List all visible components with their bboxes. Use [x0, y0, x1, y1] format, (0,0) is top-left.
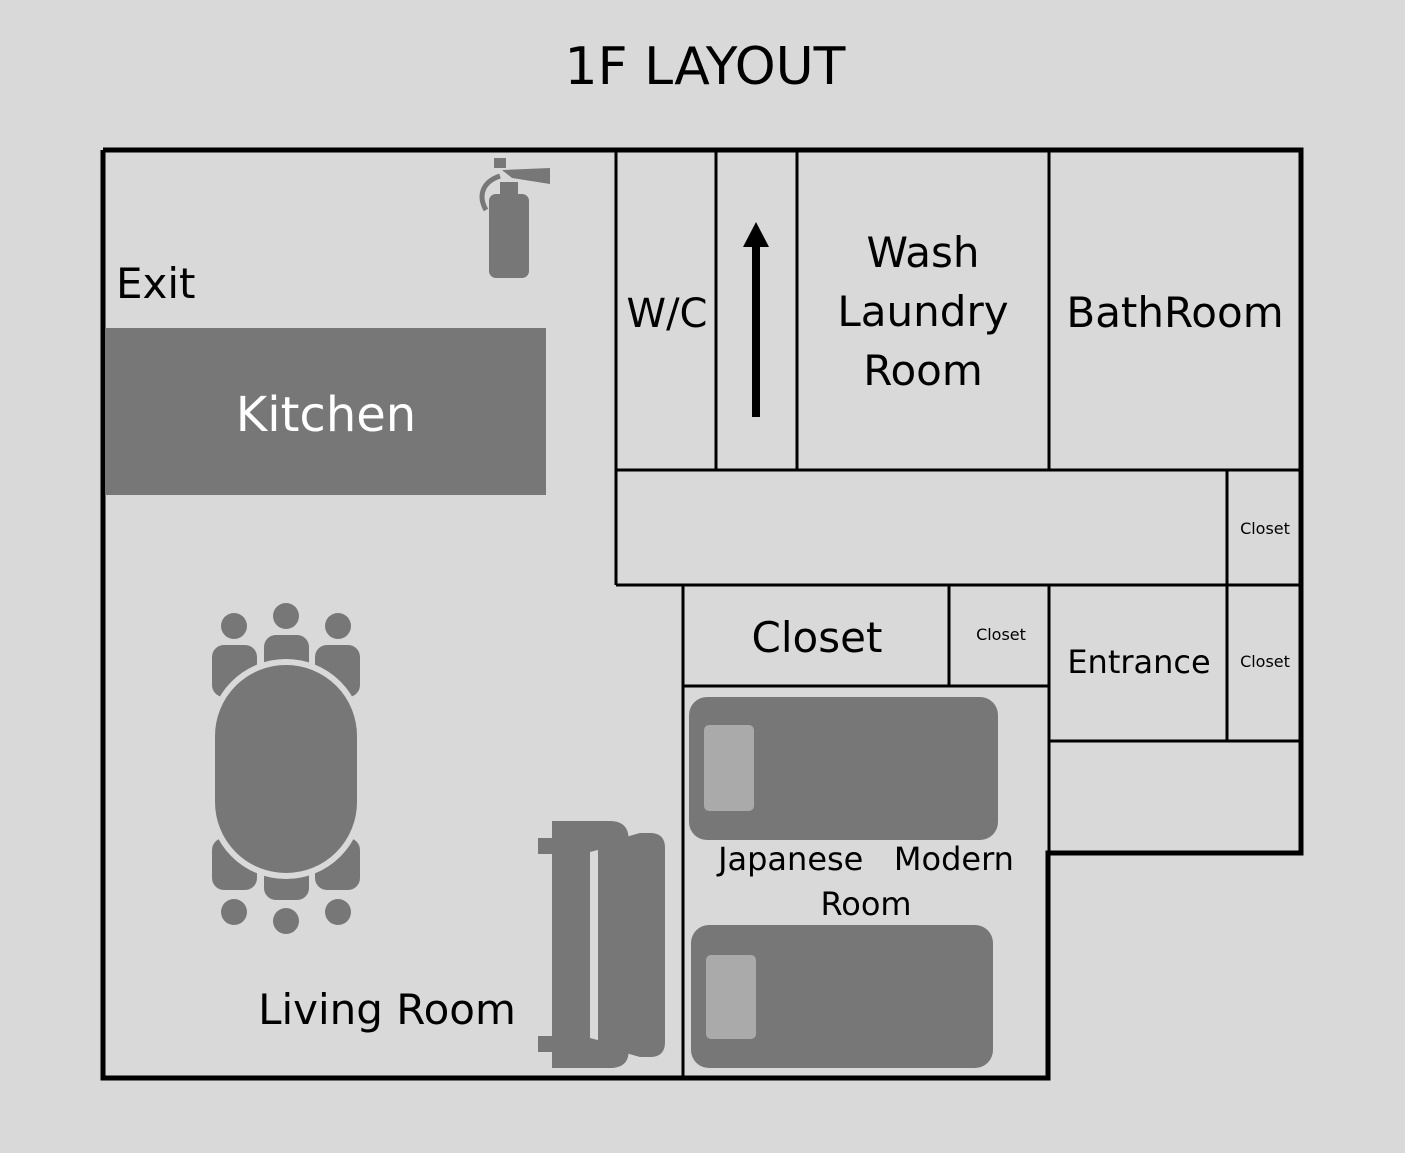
wash-label: Wash — [866, 228, 979, 277]
japanese-modern-label: Japanese Modern — [716, 840, 1014, 878]
japanese-modern-room-label: Japanese Modern Room — [716, 840, 1014, 923]
stairs-up-arrow-icon — [743, 222, 769, 417]
bed-icon — [689, 697, 998, 840]
japanese-room-label: Room — [820, 885, 911, 923]
interior-walls — [614, 150, 1301, 1078]
laundry-label: Laundry — [837, 287, 1008, 336]
wash-laundry-room-label: Wash Laundry Room — [837, 228, 1008, 395]
bed-icon — [691, 925, 993, 1068]
kitchen-label: Kitchen — [236, 387, 416, 443]
closet-hall-label: Closet — [1240, 519, 1290, 538]
living-room-label: Living Room — [258, 985, 516, 1034]
fire-extinguisher-icon — [479, 158, 550, 278]
closet-small-label: Closet — [976, 625, 1026, 644]
dining-table-icon — [209, 603, 363, 934]
closet-entrance-label: Closet — [1240, 652, 1290, 671]
wc-label: W/C — [627, 291, 708, 337]
kitchen-counter — [105, 328, 546, 495]
entrance-label: Entrance — [1067, 643, 1210, 681]
closet-main-label: Closet — [752, 613, 883, 662]
page-title: 1F LAYOUT — [565, 37, 846, 97]
exit-label: Exit — [116, 259, 196, 308]
sofa-icon — [538, 821, 665, 1068]
bathroom-label: BathRoom — [1066, 288, 1283, 337]
room-label: Room — [863, 346, 983, 395]
